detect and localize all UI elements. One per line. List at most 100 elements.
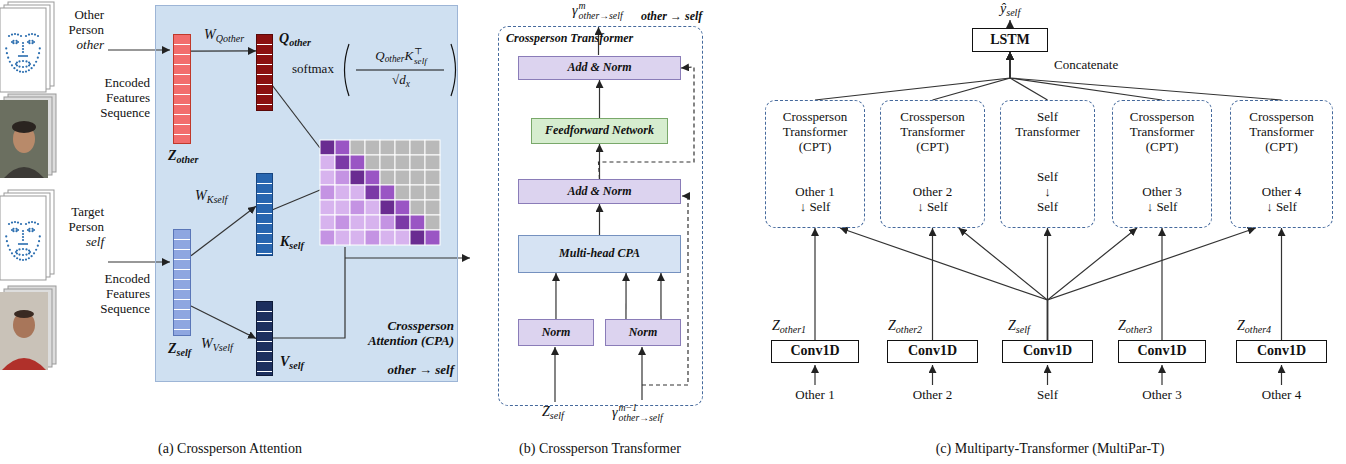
connector [815, 52, 1010, 100]
text-part: γ [612, 405, 618, 420]
path-shape [4, 167, 44, 178]
path-shape [554, 347, 555, 402]
diagram-label: Zself [542, 404, 564, 422]
connector [1010, 52, 1282, 100]
landmark-dot [33, 252, 35, 254]
node-title: Qother [279, 31, 311, 49]
landmark-dot [35, 61, 37, 63]
landmark-dot [35, 249, 37, 251]
diagram-label: Other Person other [58, 8, 104, 53]
landmark-dot [17, 33, 19, 35]
diagram-label: √dx [350, 73, 452, 90]
text-part: Q [279, 31, 289, 46]
node-title: Feedforward Network [545, 124, 654, 138]
transformer-frame: Crossperson Transformerother → selfAdd &… [498, 26, 703, 406]
text-part: other [289, 37, 311, 48]
matrix-cell [425, 170, 440, 185]
matrix-cell [380, 200, 395, 215]
matrix-cell [410, 170, 425, 185]
script-stack: ⊤self [414, 47, 427, 66]
matrix-cell [425, 155, 440, 170]
landmark-dot [16, 69, 18, 71]
connector [1048, 228, 1256, 340]
wires-c [815, 20, 1282, 385]
norm-box: Norm [518, 319, 594, 346]
landmark-dot [22, 254, 24, 256]
path-shape [1009, 20, 1010, 28]
landmark-dot [39, 235, 41, 237]
landmark-dot [8, 223, 10, 225]
landmark-dot [28, 64, 30, 66]
matrix-cell [410, 155, 425, 170]
landmark-dot [16, 61, 18, 63]
diagram-label: Other 3 [1132, 388, 1192, 403]
node-body: Other 3 ↓ Self [1139, 185, 1185, 215]
text-part: self [86, 234, 104, 249]
matrix-cell [380, 185, 395, 200]
lstm-box: LSTM [972, 28, 1048, 52]
weight-label: WVself [200, 336, 234, 354]
matrix-cell [380, 155, 395, 170]
landmark-dot [18, 243, 20, 245]
landmark-dot [22, 248, 24, 250]
connector [840, 228, 1048, 340]
text-part: other [385, 54, 405, 64]
landmark-dot [39, 47, 41, 49]
diagram-label: Target Person self [58, 205, 104, 250]
path-shape [108, 261, 170, 262]
landmark-dot [18, 248, 20, 250]
matrix-cell [335, 140, 350, 155]
landmark-dot [22, 55, 24, 57]
landmark-dot [25, 258, 27, 260]
matrix-cell [410, 215, 425, 230]
matrix-cell [335, 185, 350, 200]
node-title: Vself [280, 354, 304, 372]
value-vector: Vself [256, 301, 273, 376]
face-landmarks [5, 221, 41, 261]
landmark-dot [22, 48, 24, 50]
landmark-dot [25, 65, 27, 67]
diagram-label: Zother3 [1118, 318, 1152, 336]
diagram-label: γmother→self [572, 1, 623, 22]
matrix-cell [320, 140, 335, 155]
connector [1010, 52, 1048, 100]
transformer-box: Crossperson Transformer (CPT)Other 1 ↓ S… [765, 100, 865, 228]
diagram-label: Self [1018, 388, 1078, 403]
node-body: Self ↓ Self [1034, 170, 1062, 215]
matrix-cell [365, 170, 380, 185]
matrix-cell [380, 170, 395, 185]
matrix-cell [320, 230, 335, 245]
landmark-dot [22, 259, 24, 261]
ellipse-shape [12, 121, 36, 133]
node-title: Conv1D [1257, 343, 1306, 359]
weight-label: WQother [203, 27, 245, 45]
landmark-dot [15, 42, 17, 44]
matrix-cell [365, 140, 380, 155]
landmark-dot [13, 67, 15, 69]
landmark-dot [15, 230, 17, 232]
panel-caption: (a) Crossperson Attention [130, 441, 330, 457]
landmark-dot [20, 55, 22, 57]
matrix-cell [365, 215, 380, 230]
matrix-cell [320, 185, 335, 200]
text-part: self [550, 410, 564, 421]
landmark-dot [37, 35, 39, 37]
node-title: Add & Norm [567, 185, 631, 199]
matrix-cell [380, 215, 395, 230]
matrix-cell [350, 230, 365, 245]
transformer-box: Crossperson Transformer (CPT)Other 2 ↓ S… [880, 100, 985, 228]
text-part: Vself [213, 342, 233, 353]
landmark-stack [0, 2, 54, 92]
matrix-cell [410, 200, 425, 215]
matrix-cell [395, 200, 410, 215]
landmark-dot [22, 51, 24, 53]
matrix-cell [320, 170, 335, 185]
landmark-dot [37, 245, 39, 247]
conv-box: Conv1D [1118, 340, 1206, 363]
landmark-dot [22, 42, 24, 44]
landmark-dot [26, 55, 28, 57]
text-part: other4 [1245, 324, 1271, 335]
query-vector: Qother [256, 34, 273, 111]
